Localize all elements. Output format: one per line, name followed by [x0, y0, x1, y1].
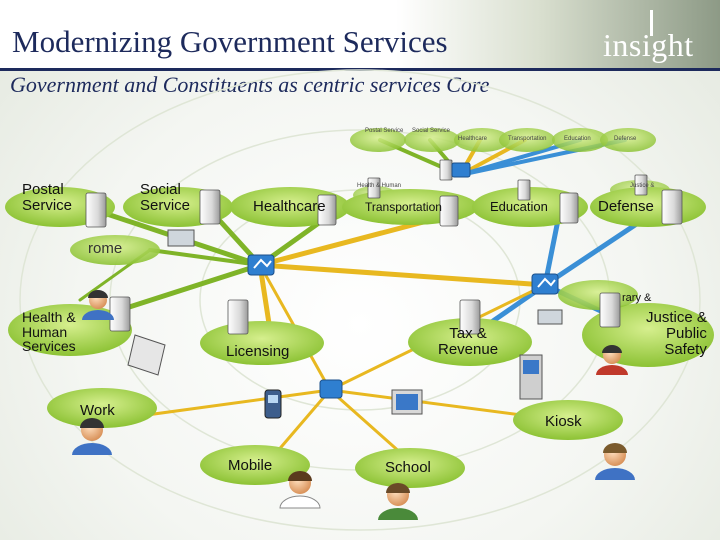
person-5 [82, 290, 114, 320]
page-title: Modernizing Government Services [12, 24, 448, 59]
label-transportation: Transportation [365, 200, 442, 214]
person-4 [595, 443, 635, 480]
small-label-healthcare: Healthcare [458, 136, 488, 142]
label-licensing: Licensing [226, 343, 290, 360]
person-icons [72, 290, 635, 520]
person-2 [279, 471, 321, 509]
label-school: School [385, 459, 431, 476]
small-label-transportation: Transportation [508, 136, 547, 142]
label-library-fragment: rary & [622, 292, 652, 304]
person-3 [378, 483, 418, 520]
small-label-health-human: Health & Human [357, 183, 402, 189]
person-1 [72, 418, 112, 455]
label-home-fragment: rome [88, 240, 123, 257]
small-label-justice: Justice & [630, 183, 655, 189]
label-education: Education [490, 199, 548, 214]
small-label-defense: Defense [614, 136, 637, 142]
server-icons [85, 159, 683, 335]
label-justice-public-safety: Justice & Public Safety [646, 309, 707, 358]
label-health-human-services: Health & Human Services [22, 309, 76, 355]
label-tax-revenue: Tax & Revenue [438, 325, 499, 358]
header-banner: Modernizing Government Services insight [0, 0, 720, 68]
label-work: Work [80, 402, 115, 419]
small-label-social: Social Service [412, 128, 451, 134]
person-6 [596, 345, 628, 375]
page-subtitle: Government and Constituents as centric s… [10, 72, 490, 97]
endpoint-devices [127, 229, 563, 419]
label-social-service: Social Service [140, 181, 191, 214]
label-kiosk: Kiosk [545, 413, 582, 430]
label-mobile: Mobile [228, 457, 273, 474]
label-healthcare: Healthcare [253, 198, 326, 215]
hub-devices [247, 162, 559, 399]
logo: insight [603, 27, 694, 63]
logo-mark [650, 10, 653, 36]
small-label-education: Education [564, 136, 591, 142]
service-pads [5, 187, 714, 488]
small-label-postal: Postal Service [365, 128, 404, 134]
label-postal-service: Postal Service [22, 181, 73, 214]
label-defense: Defense [598, 198, 654, 215]
